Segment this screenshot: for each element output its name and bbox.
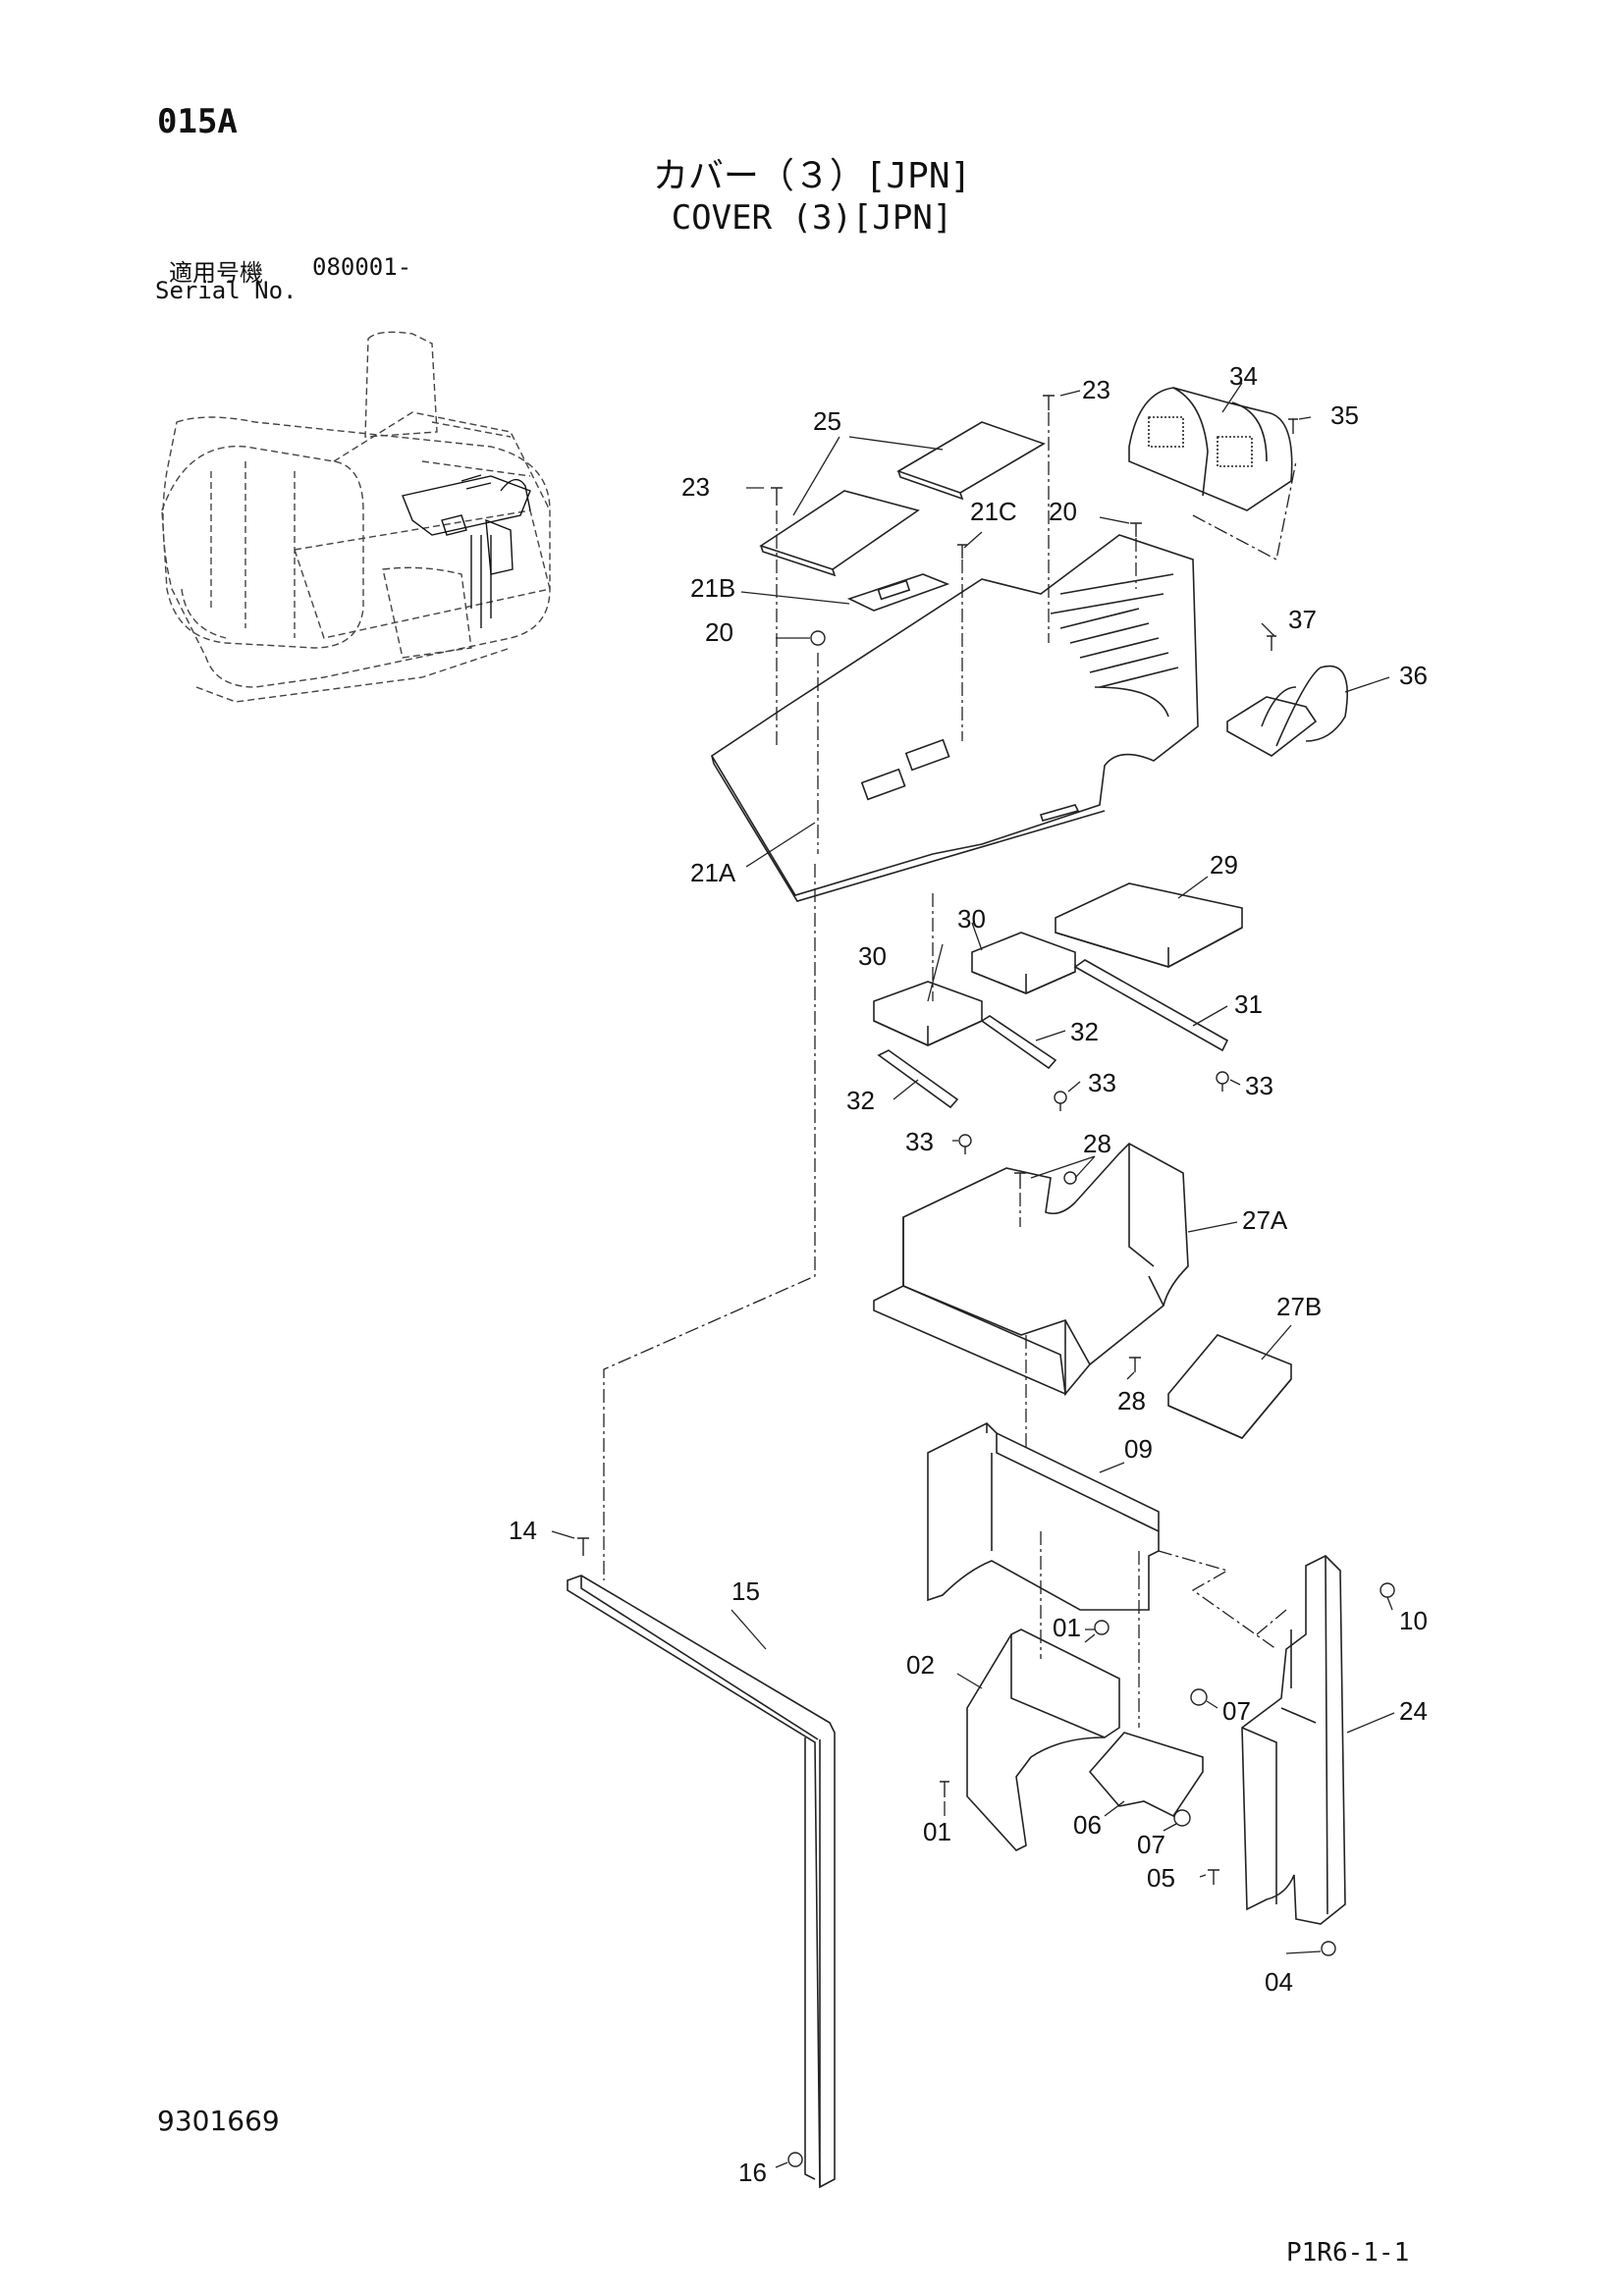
callout-27b: 27B bbox=[1276, 1292, 1322, 1321]
callout-10: 10 bbox=[1399, 1606, 1428, 1635]
part-l-bracket bbox=[567, 1575, 836, 2189]
callout-15: 15 bbox=[731, 1576, 760, 1606]
callout-20b: 20 bbox=[705, 617, 733, 647]
page-code: 015A bbox=[157, 102, 238, 141]
page-reference: P1R6-1-1 bbox=[1286, 2238, 1410, 2268]
part-keypad-mat-left bbox=[759, 490, 920, 577]
part-strip-lower bbox=[877, 1049, 959, 1109]
callout-20a: 20 bbox=[1049, 497, 1077, 526]
callout-21a: 21A bbox=[690, 858, 736, 887]
part-strip-long bbox=[1073, 959, 1229, 1052]
part-seat-tray bbox=[873, 1143, 1189, 1397]
serial-label-english: Serial No. bbox=[155, 277, 298, 304]
part-small-plate bbox=[846, 573, 950, 612]
callout-30b: 30 bbox=[957, 904, 986, 934]
callout-07a: 07 bbox=[1222, 1696, 1251, 1726]
part-cover-plate bbox=[927, 1422, 1160, 1611]
callout-24: 24 bbox=[1399, 1696, 1428, 1726]
callout-25: 25 bbox=[813, 406, 841, 436]
callout-02: 02 bbox=[906, 1650, 935, 1680]
callout-23a: 23 bbox=[681, 472, 710, 502]
part-floor-plate bbox=[710, 534, 1199, 902]
callout-14: 14 bbox=[509, 1516, 537, 1545]
drawing-number: 9301669 bbox=[157, 2105, 280, 2137]
part-small-bracket bbox=[1088, 1732, 1204, 1818]
callout-06: 06 bbox=[1073, 1810, 1102, 1840]
leader-lines bbox=[551, 382, 1395, 2168]
part-block-small-right bbox=[971, 932, 1076, 994]
part-keypad-mat-right bbox=[896, 421, 1046, 501]
thumbnail-highlight bbox=[402, 474, 531, 628]
callout-21b: 21B bbox=[690, 573, 735, 603]
part-vent-cover bbox=[1128, 387, 1293, 511]
part-strip-upper bbox=[980, 1015, 1057, 1070]
serial-label-japanese: 適用号機 bbox=[169, 259, 263, 287]
callout-32b: 32 bbox=[846, 1086, 875, 1115]
callout-31: 31 bbox=[1234, 989, 1263, 1019]
callout-21c: 21C bbox=[970, 497, 1017, 526]
title-english: COVER (3)[JPN] bbox=[671, 198, 953, 238]
title-japanese: カバー（３）[JPN] bbox=[652, 156, 972, 196]
callout-27a: 27A bbox=[1242, 1205, 1288, 1235]
assembly-guide-lines bbox=[603, 412, 1297, 1728]
part-block-large bbox=[1055, 882, 1243, 968]
callout-09: 09 bbox=[1124, 1434, 1153, 1464]
callout-36: 36 bbox=[1399, 661, 1428, 690]
serial-range: 080001- bbox=[312, 253, 412, 281]
part-side-panel bbox=[1241, 1555, 1346, 1925]
callout-01b: 01 bbox=[923, 1817, 951, 1846]
callout-29: 29 bbox=[1210, 850, 1238, 880]
callout-32a: 32 bbox=[1070, 1017, 1099, 1046]
callout-33b: 33 bbox=[1245, 1071, 1273, 1100]
callout-35: 35 bbox=[1330, 400, 1359, 430]
callout-28a: 28 bbox=[1083, 1129, 1111, 1158]
callout-33c: 33 bbox=[905, 1127, 934, 1156]
part-block-small-left bbox=[873, 981, 983, 1046]
part-mid-bracket bbox=[966, 1629, 1120, 1851]
callout-labels: 23 25 34 35 23 21C 20 21B 20 37 36 21A 2… bbox=[509, 361, 1428, 2187]
part-bracket bbox=[1226, 665, 1348, 757]
callout-33a: 33 bbox=[1088, 1068, 1116, 1097]
machine-thumbnail bbox=[161, 331, 551, 703]
callout-34: 34 bbox=[1229, 361, 1258, 391]
part-seat-pad bbox=[1167, 1334, 1292, 1439]
callout-16: 16 bbox=[738, 2158, 767, 2187]
callout-07b: 07 bbox=[1137, 1830, 1165, 1859]
callout-04: 04 bbox=[1265, 1967, 1293, 1997]
callout-23b: 23 bbox=[1082, 375, 1110, 404]
callout-28b: 28 bbox=[1117, 1386, 1146, 1415]
callout-01a: 01 bbox=[1053, 1613, 1081, 1642]
callout-37: 37 bbox=[1288, 605, 1317, 634]
fasteners bbox=[577, 395, 1395, 2167]
callout-05: 05 bbox=[1147, 1863, 1175, 1893]
callout-30a: 30 bbox=[858, 941, 887, 971]
